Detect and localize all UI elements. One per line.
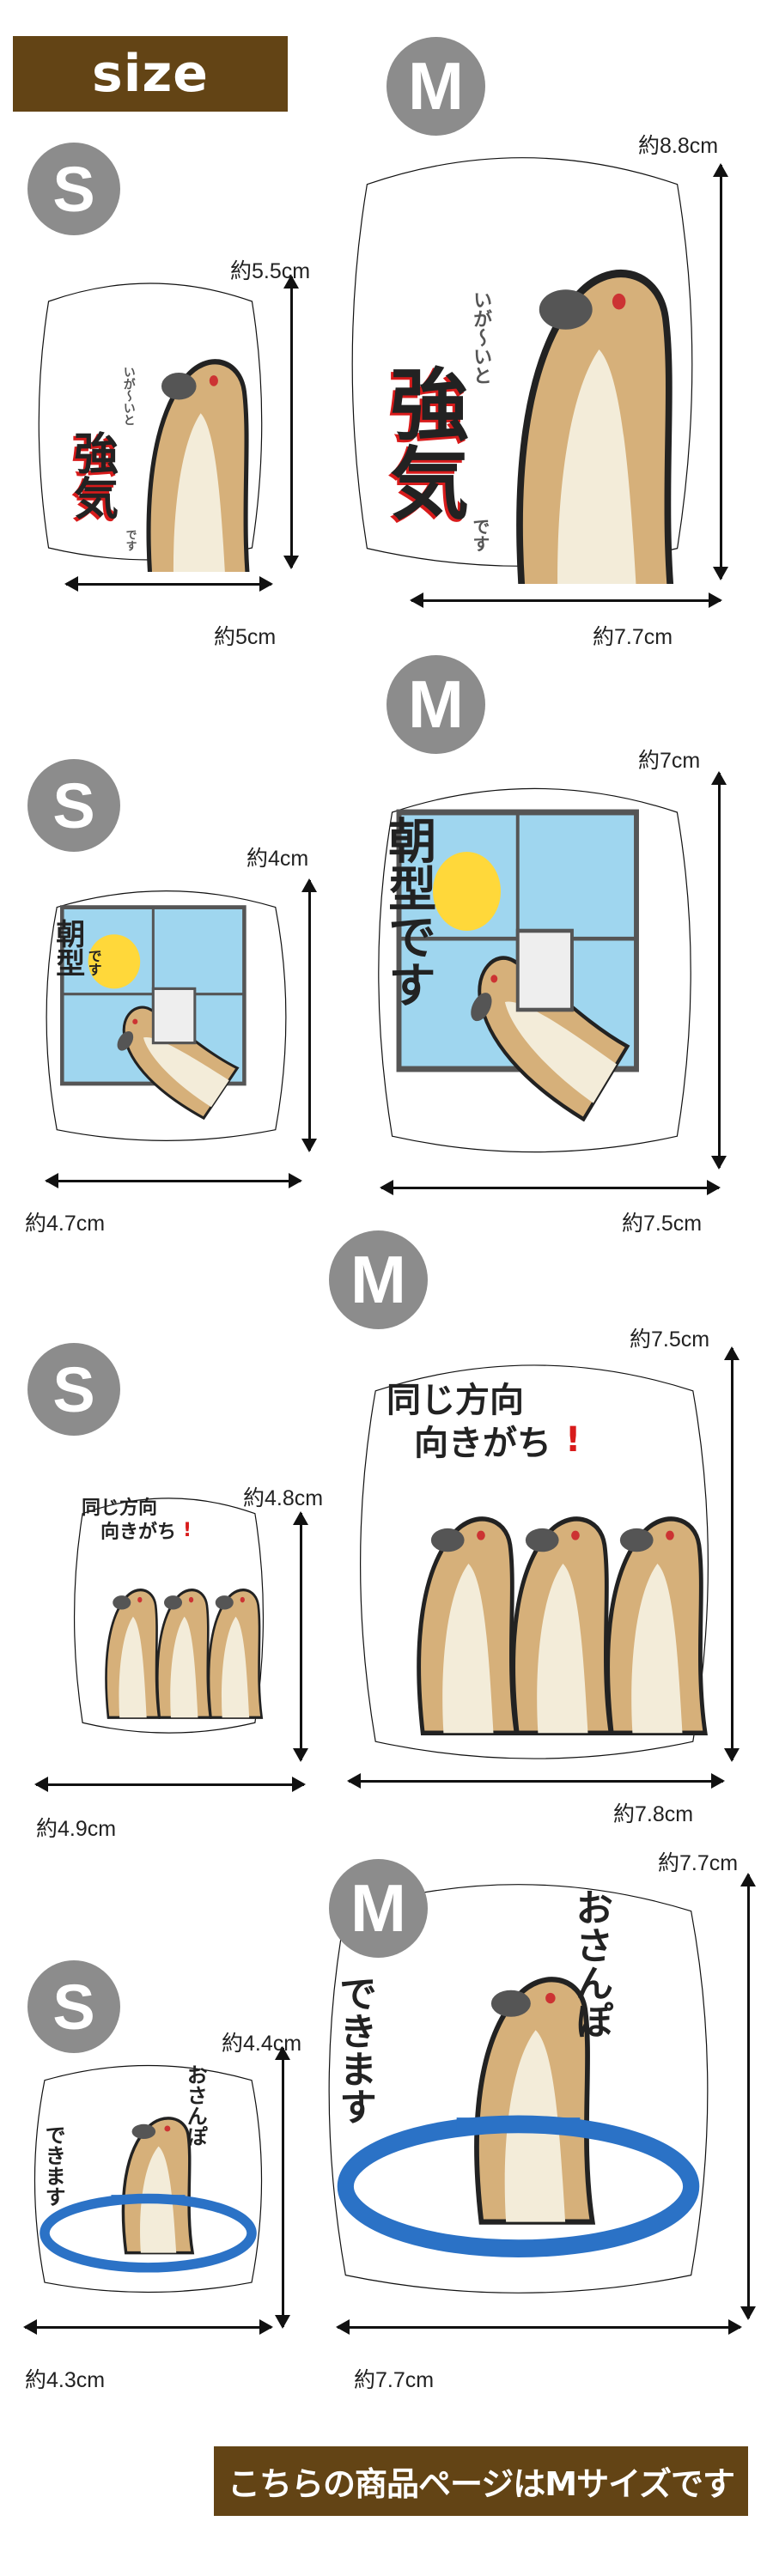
footer-note: こちらの商品ページはMサイズです [228,2465,735,2503]
size-title: size [92,44,209,104]
s-width-label: 約4.7cm [25,1212,106,1236]
m-height-arrow [711,771,727,1170]
m-width-label: 約7.5cm [622,1212,703,1236]
size-m-badge: M [329,1859,428,1958]
sticker-end-text: です [123,529,137,551]
s-width-arrow [23,2319,273,2335]
sticker-line1: 同じ方向 [82,1498,158,1519]
m-width-arrow [410,592,722,608]
sticker-end-text: です [470,518,490,552]
sticker-line2: 向きがち [100,1522,177,1543]
size-s-badge: S [27,759,120,852]
sticker-exclamation: ! [565,1420,581,1460]
sticker-osanpo-s: おさんぽ できます [25,2056,271,2302]
s-height-arrow [275,2046,290,2329]
sticker-illustration [36,880,296,1151]
sticker-asagata-s: 朝型 です [36,880,296,1151]
s-height-arrow [293,1511,308,1762]
s-height-arrow [283,275,299,569]
sticker-end-text: です [85,949,102,976]
s-height-label: 約4cm [247,847,309,871]
sticker-osanpo-m: おさんぽ できます [313,1867,724,2311]
footer-note-banner: こちらの商品ページはMサイズです [214,2446,748,2516]
size-s-badge: S [27,1343,120,1436]
size-s-badge: S [27,1960,120,2053]
s-width-label: 約4.3cm [25,2368,106,2392]
sticker-illustration [365,773,704,1168]
s-height-arrow [301,878,317,1152]
sticker-onaji-s: 同じ方向 向きがち ! [66,1488,271,1743]
sticker-onaji-m: 同じ方向 向きがち ! [345,1348,723,1776]
s-width-label: 約5cm [214,625,277,649]
sticker-line1: おさんぽ [569,1888,613,2039]
m-height-label: 約7.5cm [630,1327,710,1352]
m-height-label: 約7.7cm [658,1851,739,1875]
m-height-label: 約7cm [638,749,701,773]
sticker-illustration [338,140,707,584]
sticker-line2: できます [41,2124,66,2207]
sticker-illustration [345,1348,723,1776]
sticker-asagata-m: 朝型です [365,773,704,1168]
m-width-label: 約7.7cm [593,625,673,649]
sticker-main-text: 強気 [376,363,469,521]
sticker-main-text: 朝型 [50,919,85,977]
sticker-tsuyoki-m: いが～いと 強気 です [338,140,707,584]
sticker-illustration [29,271,271,572]
size-m-badge: M [386,655,485,754]
m-height-arrow [713,163,728,580]
sticker-illustration [66,1488,271,1743]
sticker-tsuyoki-s: いが～いと 強気 です [29,271,271,572]
m-width-label: 約7.7cm [354,2368,435,2392]
sticker-main-text: 強気 [65,430,118,519]
m-width-label: 約7.8cm [613,1802,694,1826]
sticker-illustration [313,1867,724,2311]
sticker-small-text: いが～いと [470,290,492,385]
s-width-arrow [64,576,273,592]
sticker-design-text: 朝型です [380,816,436,1008]
sticker-illustration [25,2056,271,2302]
sticker-line1: 同じ方向 [386,1381,524,1420]
m-height-arrow [740,1873,756,2320]
s-width-label: 約4.9cm [36,1817,117,1841]
m-height-arrow [724,1346,740,1762]
size-m-badge: M [386,37,485,136]
m-width-arrow [336,2319,742,2335]
size-m-badge: M [329,1230,428,1329]
m-width-arrow [347,1773,725,1789]
m-height-label: 約8.8cm [638,134,719,158]
sticker-line1: おさんぽ [183,2064,208,2147]
size-header-banner: size [13,36,288,112]
m-width-arrow [380,1180,721,1195]
sticker-line2: できます [332,1974,377,2125]
s-width-arrow [34,1777,306,1792]
sticker-exclamation: ! [183,1520,192,1541]
sticker-line2: 向きがち [414,1424,551,1463]
s-height-label: 約4.8cm [243,1486,324,1510]
sticker-small-text: いが～いと [121,366,136,426]
size-s-badge: S [27,143,120,235]
s-width-arrow [45,1173,302,1188]
